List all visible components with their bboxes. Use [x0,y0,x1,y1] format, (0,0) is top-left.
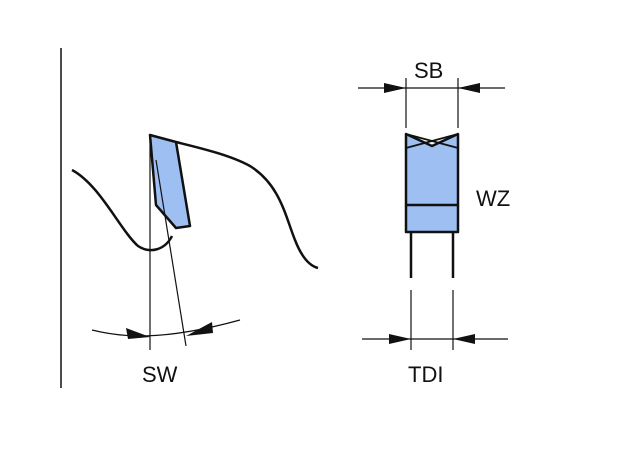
angle-arrow-left [126,328,150,339]
clearance-angle-line [155,159,187,347]
sb-arrow-right [458,83,480,93]
wz-label: WZ [476,186,510,211]
tdi-arrow-right [453,334,475,344]
tooth-front [404,132,460,234]
angle-arrow-right [186,322,213,336]
sw-label: SW [142,362,178,387]
angle-arc [91,319,241,337]
saw-body-outline [71,140,319,270]
tooth-top-bevel-2 [405,133,459,149]
sb-label: SB [414,58,443,83]
sb-arrow-left [384,83,406,93]
tdi-label: TDI [408,362,443,387]
front-view-tooth: SB WZ TDI [358,58,510,387]
side-view-tooth: SW [71,133,319,387]
tooth-tip [148,133,192,230]
tdi-arrow-left [389,334,411,344]
